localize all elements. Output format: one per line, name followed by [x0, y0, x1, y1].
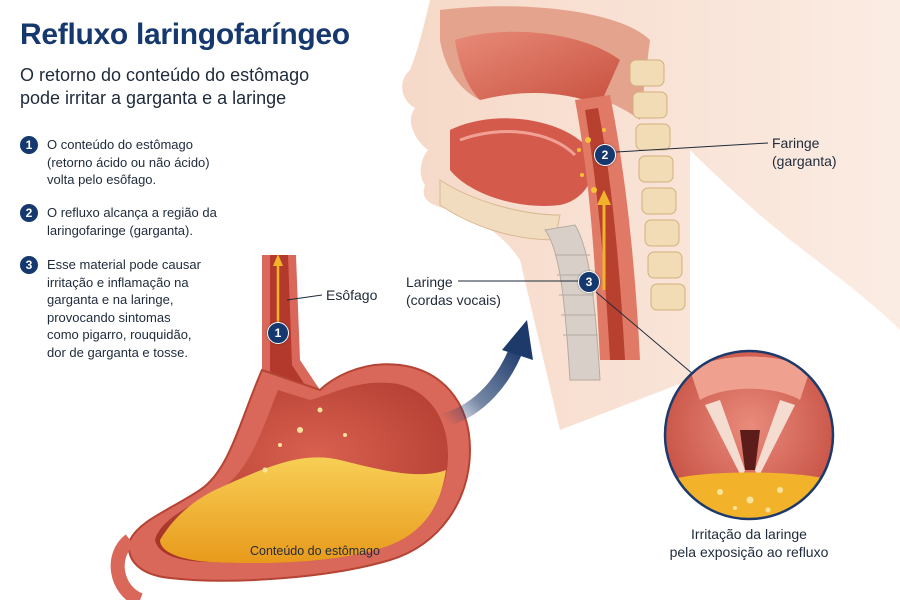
step-1-text: O conteúdo do estômago (retorno ácido ou…: [47, 137, 210, 187]
inset-leader-line: [595, 291, 701, 381]
larynx-inset: [663, 349, 835, 521]
step-3: 3 Esse material pode causar irritação e …: [20, 256, 260, 361]
inset-caption: Irritação da laringe pela exposição ao r…: [669, 526, 829, 560]
marker-3: 3: [578, 271, 600, 293]
step-2: 2 O refluxo alcança a região da laringof…: [20, 204, 260, 239]
step-2-badge: 2: [20, 204, 38, 222]
marker-2: 2: [594, 144, 616, 166]
pharynx-leader-line: [615, 142, 769, 153]
step-2-text: O refluxo alcança a região da laringofar…: [47, 205, 217, 238]
esophagus-leader-line: [286, 294, 323, 301]
page-title: Refluxo laringofaríngeo: [20, 18, 350, 51]
esophagus-label: Esôfago: [326, 287, 378, 303]
reflux-direction-arrow: [438, 320, 533, 427]
stomach-esophagus: [110, 254, 472, 600]
step-1: 1 O conteúdo do estômago (retorno ácido …: [20, 136, 260, 189]
step-3-badge: 3: [20, 256, 38, 274]
pharynx-label: Faringe (garganta): [772, 135, 837, 169]
step-1-badge: 1: [20, 136, 38, 154]
larynx-label: Laringe (cordas vocais): [406, 274, 501, 308]
stomach-contents-label: Conteúdo do estômago: [250, 544, 380, 558]
head-neck-silhouette: [402, 0, 900, 430]
step-3-text: Esse material pode causar irritação e in…: [47, 257, 201, 360]
page-subtitle: O retorno do conteúdo do estômago pode i…: [20, 65, 310, 108]
marker-1: 1: [267, 322, 289, 344]
